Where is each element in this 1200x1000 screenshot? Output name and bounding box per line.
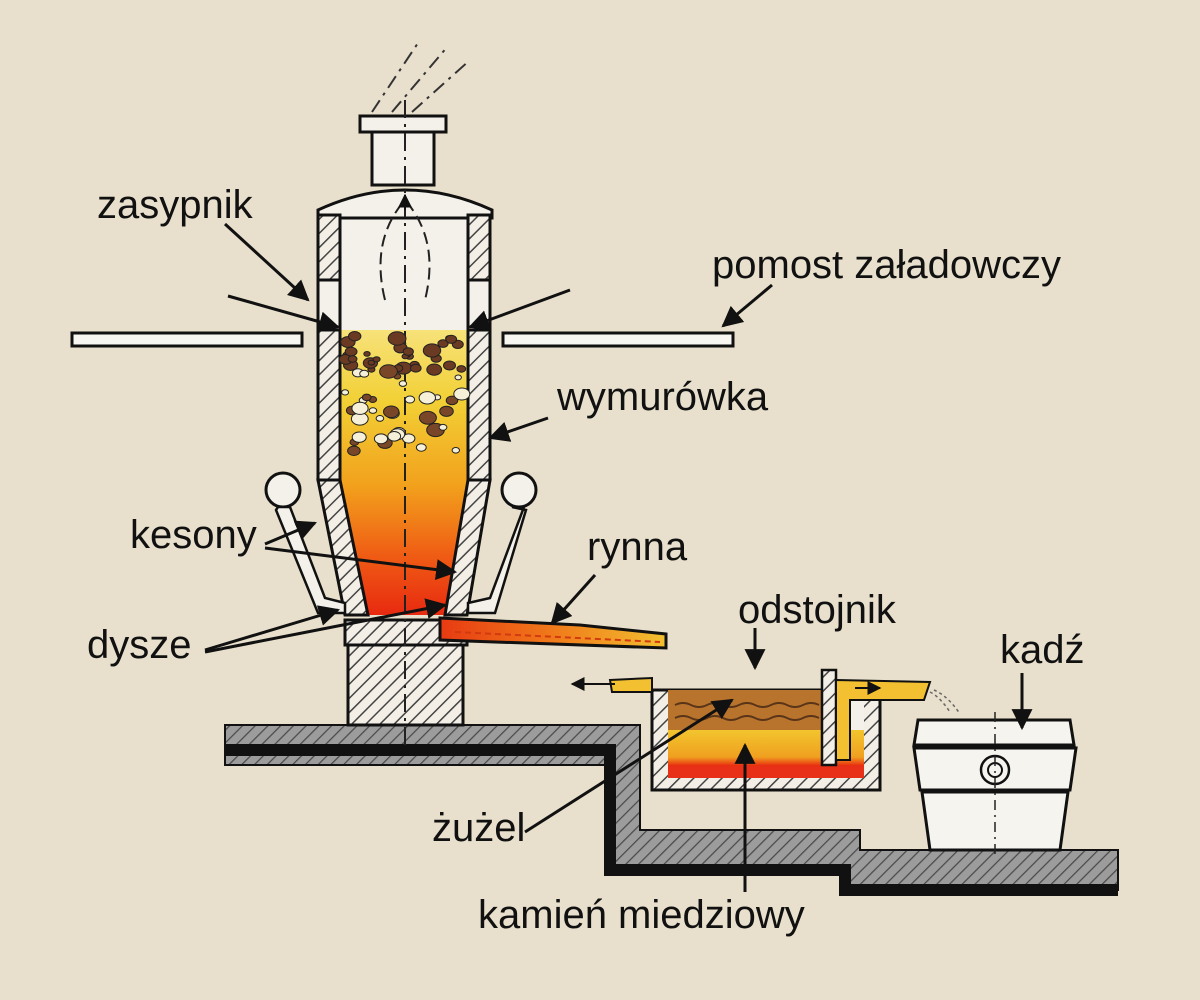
ore-lump	[348, 331, 362, 342]
label-odstojnik: odstojnik	[738, 588, 896, 632]
arrow-icon	[524, 698, 734, 834]
ore-lump	[451, 447, 460, 454]
arrow-icon	[204, 605, 341, 652]
arrow-icon	[468, 288, 571, 331]
ore-lump	[347, 445, 361, 456]
floor	[224, 724, 1119, 896]
ore-lump	[453, 387, 471, 401]
arrow-icon	[488, 416, 549, 442]
label-kadz: kadź	[1000, 628, 1085, 672]
ore-lump	[341, 389, 350, 396]
tuyere-ball-icon	[500, 471, 538, 509]
arrow-icon	[223, 222, 310, 302]
label-zuzel: żużel	[432, 806, 526, 850]
ore-lump	[373, 433, 389, 445]
label-rynna: rynna	[587, 525, 688, 569]
tuyere-ball-icon	[264, 471, 302, 509]
ore-lump	[344, 346, 358, 357]
ore-lump	[375, 415, 385, 422]
ore-lump	[351, 431, 367, 443]
arrow-icon	[227, 294, 341, 332]
label-arrows	[204, 222, 1033, 892]
label-dysze: dysze	[87, 623, 192, 667]
ore-lump	[456, 365, 467, 373]
ore-lump	[363, 351, 371, 357]
settler	[570, 668, 961, 792]
ore-lump	[398, 380, 408, 387]
label-kesony: kesony	[130, 513, 257, 557]
ore-lump	[422, 343, 442, 358]
ore-lump	[351, 401, 369, 415]
ore-lump	[368, 407, 378, 414]
ore-lump	[372, 356, 381, 363]
arrow-icon	[264, 546, 458, 581]
ladle-icon	[912, 712, 1078, 855]
ore-lump	[410, 363, 422, 373]
ore-lump	[438, 423, 448, 431]
label-pomost: pomost załadowczy	[712, 243, 1062, 287]
arrow-icon	[204, 598, 448, 654]
loading-platform	[70, 331, 735, 348]
ore-lump	[359, 369, 370, 378]
ore-lump	[426, 363, 443, 376]
ore-lump	[445, 334, 458, 344]
ore-lump	[443, 360, 456, 371]
ore-lump	[361, 393, 372, 402]
ore-lump	[347, 355, 358, 363]
ore-lump	[415, 443, 427, 452]
ore-lump	[454, 374, 462, 381]
ore-lump	[418, 391, 436, 405]
ore-lump	[383, 405, 400, 419]
ore-lump	[379, 364, 398, 379]
label-zasypnik: zasypnik	[97, 183, 253, 227]
ore-lump	[367, 359, 375, 366]
ore-lump	[402, 347, 414, 356]
label-kamien: kamień miedziowy	[478, 893, 805, 937]
ore-lump	[387, 331, 407, 346]
ore-lump	[387, 431, 402, 442]
ore-lumps	[338, 331, 471, 456]
ore-lump	[418, 410, 437, 425]
ore-lump	[445, 395, 459, 406]
arrow-icon	[550, 573, 597, 625]
ore-lump	[404, 395, 416, 404]
ore-lump	[437, 339, 449, 348]
arrow-icon	[721, 283, 773, 328]
label-wymurowka: wymurówka	[557, 375, 769, 419]
ore-lump	[439, 405, 454, 417]
arrow-icon	[264, 520, 317, 546]
